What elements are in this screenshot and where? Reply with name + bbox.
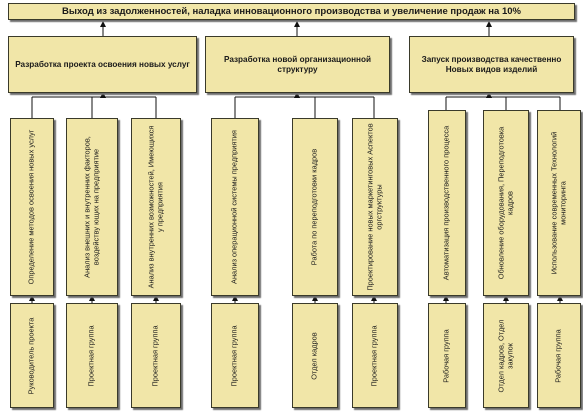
owner-box: Проектная группа xyxy=(66,303,118,408)
goal-box: Выход из задолженностей, наладка инновац… xyxy=(8,3,575,20)
task-label: Обновление оборудования, Переподготовка … xyxy=(496,126,514,280)
branch-box-1: Разработка проекта освоения новых услуг xyxy=(8,36,197,93)
task-box: Анализ внешних и внутренних факторов, во… xyxy=(66,118,118,296)
owner-label: Отдел кадров, Отдел закупок xyxy=(496,319,514,392)
task-label: Автоматизация производственного процесса xyxy=(441,125,451,281)
task-box: Использование современных Технологий мон… xyxy=(537,110,581,296)
branch-label-1: Разработка проекта освоения новых услуг xyxy=(15,59,190,69)
owner-box: Рабочая группа xyxy=(428,303,466,408)
task-box: Обновление оборудования, Переподготовка … xyxy=(483,110,529,296)
task-label: Работа по переподготовки кадров xyxy=(309,148,319,266)
owner-box: Руководитель проекта xyxy=(10,303,54,408)
owner-label: Проектная группа xyxy=(86,324,96,387)
owner-box: Отдел кадров xyxy=(292,303,338,408)
task-label: Анализ внешних и внутренних факторов, во… xyxy=(82,136,100,278)
task-box: Определение методов освоения новых услуг xyxy=(10,118,54,296)
owner-box: Рабочая группа xyxy=(537,303,581,408)
owner-label: Проектная группа xyxy=(229,324,239,387)
task-box: Проектирование новых маркетинговых Аспек… xyxy=(352,118,398,296)
branch-label-2: Разработка новой организационной структу… xyxy=(223,54,372,74)
task-label: Проектирование новых маркетинговых Аспек… xyxy=(365,123,383,291)
owner-label: Рабочая группа xyxy=(553,328,563,383)
owner-label: Рабочая группа xyxy=(441,328,451,383)
task-box: Работа по переподготовки кадров xyxy=(292,118,338,296)
goal-title: Выход из задолженностей, наладка инновац… xyxy=(62,6,521,17)
task-label: Анализ внутренних возможностей, Имеющихс… xyxy=(146,125,164,289)
owner-box: Проектная группа xyxy=(131,303,181,408)
task-box: Анализ внутренних возможностей, Имеющихс… xyxy=(131,118,181,296)
task-box: Автоматизация производственного процесса xyxy=(428,110,466,296)
task-label: Определение методов освоения новых услуг xyxy=(26,129,36,285)
task-label: Использование современных Технологий мон… xyxy=(549,131,567,275)
task-label: Анализ операционной системы предприятия xyxy=(229,130,239,284)
owner-box: Проектная группа xyxy=(211,303,259,408)
task-box: Анализ операционной системы предприятия xyxy=(211,118,259,296)
owner-label: Проектная группа xyxy=(369,324,379,387)
owner-label: Проектная группа xyxy=(150,324,160,387)
branch-label-3: Запуск производства качественно Новых ви… xyxy=(421,54,562,74)
owner-label: Руководитель проекта xyxy=(26,317,36,394)
branch-box-2: Разработка новой организационной структу… xyxy=(205,36,390,93)
branch-box-3: Запуск производства качественно Новых ви… xyxy=(409,36,574,93)
owner-label: Отдел кадров xyxy=(309,331,319,380)
owner-box: Проектная группа xyxy=(352,303,398,408)
owner-box: Отдел кадров, Отдел закупок xyxy=(483,303,529,408)
